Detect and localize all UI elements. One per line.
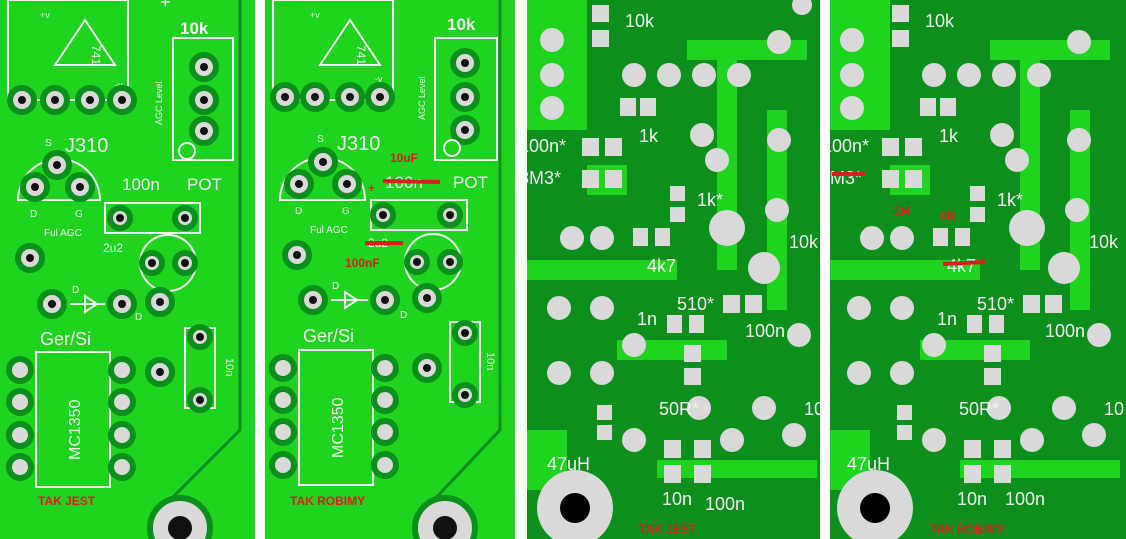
cap-10n-label: 10n (223, 358, 235, 376)
pcb-view: 10k 100n* 3M3* 1k 1k* 4k7 10k 510* 1n 10… (527, 0, 820, 539)
ic-label: MC1350 (67, 399, 84, 460)
c1n-label: 1n (937, 309, 957, 329)
c1n-label: 1n (637, 309, 657, 329)
r50-label: 50R* (959, 399, 999, 419)
jfet-s-label: S (317, 134, 324, 145)
r10k-label: 10k (925, 11, 955, 31)
r1k-star-label: 1k* (697, 190, 723, 210)
plus-label: + (160, 0, 171, 12)
c100n-c-label: 100n (1005, 489, 1045, 509)
agc-level-label: AGC Level (417, 76, 427, 120)
strike-4k7 (942, 260, 986, 266)
pads (7, 85, 137, 115)
jfet-d-label: D (295, 206, 302, 217)
r10k-label: 10k (625, 11, 655, 31)
jfet-g-label: G (342, 206, 350, 217)
vplus-label: +v (310, 10, 320, 20)
diode1-label: D (72, 285, 79, 296)
cap-10n-label: 10n (484, 352, 496, 370)
r1k-star-label: 1k* (997, 190, 1023, 210)
strike-100n (382, 179, 441, 184)
pcb-panel-current-2: 10k 100n* 3M3* 1k 1k* 4k7 10k 510* 1n 10… (527, 0, 820, 539)
pcb-view: 741 +v -v + 10k AGC Level J310 S D G Ful… (0, 0, 255, 539)
pot-label: POT (453, 173, 488, 192)
vminus-label: -v (375, 74, 383, 84)
ful-agc-label: Ful AGC (44, 228, 82, 239)
c100n-b-label: 100n (745, 321, 785, 341)
l47uh-label: 47uH (847, 454, 890, 474)
vminus-label: -v (115, 80, 123, 90)
r3m3-label: 3M3* (527, 168, 561, 188)
r10k-b-label: 10k (1089, 232, 1119, 252)
panel-caption: TAK ROBIMY (930, 522, 1005, 536)
panel-caption: TAK ROBIMY (290, 494, 365, 508)
pcb-panel-current-1: 741 +v -v + 10k AGC Level J310 S D G Ful… (0, 0, 255, 539)
jfet-label: J310 (65, 135, 108, 157)
jfet-s-label: S (45, 138, 52, 149)
r1k-label: 1k (639, 126, 659, 146)
r510-label: 510* (977, 294, 1014, 314)
pcb-view: 10k 100n* M3* 1M 0R 1k 1k* 4k7 10k 510* … (830, 0, 1126, 539)
opamp-label: 741 (354, 45, 368, 65)
r10-label: 10 (1104, 399, 1124, 419)
r10k-b-label: 10k (789, 232, 819, 252)
annotation-0r: 0R (940, 209, 956, 223)
jfet-label: J310 (337, 133, 380, 155)
pot-value-label: 10k (447, 15, 476, 34)
ic-label: MC1350 (330, 397, 347, 458)
jfet-g-label: G (75, 209, 83, 220)
cap-2u2-label: 2u2 (103, 241, 123, 255)
annotation-10uf: 10uF (390, 151, 418, 165)
pcb-panel-proposed-1: 741 +v -v 10k AGC Level J310 S D G Ful A… (265, 0, 515, 539)
c100n-b-label: 100n (1045, 321, 1085, 341)
vplus-label: +v (40, 10, 50, 20)
pcb-view: 741 +v -v 10k AGC Level J310 S D G Ful A… (265, 0, 515, 539)
cap-100n-label: 100n (122, 175, 160, 194)
pot-label: POT (187, 175, 222, 194)
jfet-d-label: D (30, 209, 37, 220)
annotation-1m: 1M (894, 204, 911, 218)
polarity-mark: + (368, 181, 375, 195)
pcb-panel-proposed-2: 10k 100n* M3* 1M 0R 1k 1k* 4k7 10k 510* … (830, 0, 1126, 539)
r50-label: 50R* (659, 399, 699, 419)
diode2-label: D (400, 310, 407, 321)
agc-level-label: AGC Level (154, 81, 164, 125)
c100n-a-label: 100n* (527, 136, 566, 156)
r10-label: 10 (804, 399, 820, 419)
c10n-label: 10n (662, 489, 692, 509)
r4k7-label: 4k7 (647, 256, 676, 276)
ger-si-label: Ger/Si (40, 329, 91, 349)
ger-si-label: Ger/Si (303, 326, 354, 346)
diode2-label: D (135, 312, 142, 323)
r510-label: 510* (677, 294, 714, 314)
c10n-label: 10n (957, 489, 987, 509)
panel-caption: TAK JEST (639, 522, 697, 536)
l47uh-label: 47uH (547, 454, 590, 474)
opamp-label: 741 (89, 45, 103, 65)
c100n-c-label: 100n (705, 494, 745, 514)
c100n-a-label: 100n* (830, 136, 869, 156)
pot-outline (172, 37, 234, 161)
diode1-label: D (332, 281, 339, 292)
ful-agc-label: Ful AGC (310, 225, 348, 236)
r4k7-label: 4k7 (947, 256, 976, 276)
annotation-100nf: 100nF (345, 256, 380, 270)
pot-value-label: 10k (180, 19, 209, 38)
r1k-label: 1k (939, 126, 959, 146)
r3m3-label: M3* (830, 168, 862, 188)
ic-outline (35, 351, 111, 488)
panel-caption: TAK JEST (38, 494, 96, 508)
